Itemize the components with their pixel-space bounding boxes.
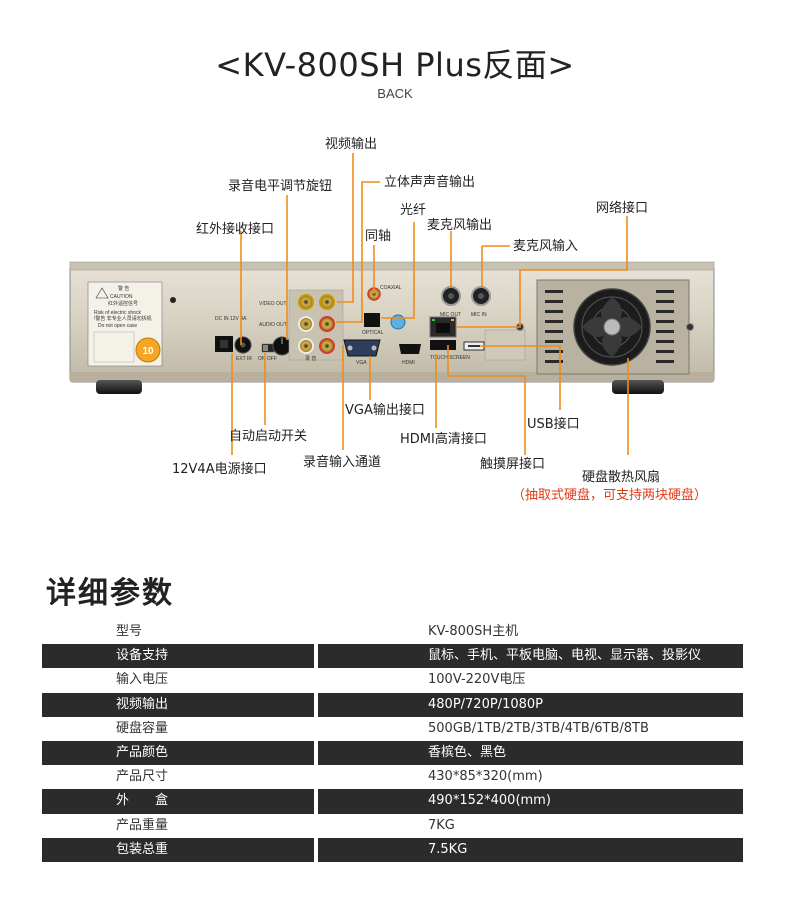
callout-usb: USB接口 — [527, 416, 580, 432]
leader-network — [456, 216, 628, 328]
spec-label: 设备支持 — [42, 644, 314, 669]
warning-label: 警 告 CAUTION 红外遥控信号 Risk of electric shoc… — [87, 281, 163, 367]
spec-row: 硬盘容量 500GB/1TB/2TB/3TB/4TB/6TB/8TB — [42, 716, 743, 741]
hdd-bay — [484, 279, 694, 375]
spec-row: 设备支持 鼠标、手机、平板电脑、电视、显示器、投影仪 — [42, 644, 743, 669]
mic-jacks: MIC OUT MIC IN — [440, 286, 491, 318]
svg-text:HDMI: HDMI — [402, 360, 415, 366]
screw-icon — [170, 297, 176, 303]
spec-value: 7.5KG — [318, 837, 743, 862]
callout-auto-start: 自动启动开关 — [229, 429, 307, 444]
spec-value: 100V-220V电压 — [318, 668, 743, 693]
rear-panel-diagram: 警 告 CAUTION 红外遥控信号 Risk of electric shoc… — [69, 136, 715, 503]
cert-sticker-icon — [390, 314, 406, 330]
callout-ir-receiver: 红外接收接口 — [196, 221, 274, 237]
svg-text:COAXIAL: COAXIAL — [380, 285, 402, 291]
spec-label: 外 盒 — [42, 789, 314, 814]
svg-text:红外遥控信号: 红外遥控信号 — [108, 300, 138, 307]
spec-value: 490*152*400(mm) — [318, 789, 743, 814]
leader-optical — [381, 222, 415, 319]
svg-text:MIC OUT: MIC OUT — [440, 312, 461, 318]
spec-label: 型号 — [42, 620, 314, 645]
page-title: <KV-800SH Plus反面> — [215, 46, 575, 84]
svg-text:Risk of electric shock: Risk of electric shock — [94, 310, 141, 316]
spec-label: 产品颜色 — [42, 740, 314, 766]
svg-text:10: 10 — [142, 346, 154, 357]
spec-value: 480P/720P/1080P — [318, 692, 743, 717]
callout-mic-in: 麦克风输入 — [513, 238, 578, 254]
callout-rec-input: 录音输入通道 — [303, 454, 381, 470]
callout-network: 网络接口 — [596, 200, 648, 216]
device-foot-left — [96, 380, 142, 394]
svg-text:警 告: 警 告 — [118, 285, 129, 292]
page-subtitle: BACK — [377, 86, 413, 101]
svg-text:Do not open case: Do not open case — [98, 323, 137, 329]
power-area: DC IN 12V 4A EXT IR ON OFF — [215, 316, 292, 362]
callout-mic-out: 麦克风输出 — [427, 217, 492, 233]
svg-text:EXT IR: EXT IR — [236, 356, 252, 362]
callout-coaxial: 同轴 — [365, 229, 391, 244]
callout-fan: 硬盘散热风扇 — [582, 469, 660, 485]
callout-touch-screen: 触摸屏接口 — [480, 456, 545, 472]
callout-rec-level-knob: 录音电平调节旋钮 — [228, 178, 332, 194]
rca-jack-cluster: VIDEO OUT AUDIO OUT 录 音 — [259, 289, 344, 362]
svg-text:TOUCH SCREEN: TOUCH SCREEN — [430, 355, 470, 361]
svg-text:VGA: VGA — [356, 360, 367, 366]
vga-port: VGA — [343, 339, 381, 366]
network-usb-area: TOUCH SCREEN — [429, 316, 485, 361]
callout-stereo-out: 立体声声音输出 — [384, 174, 475, 190]
spec-row: 产品颜色 香槟色、黑色 — [42, 740, 743, 766]
spec-row: 视频输出 480P/720P/1080P — [42, 692, 743, 717]
leader-usb — [480, 345, 561, 410]
svg-text:AUDIO OUT: AUDIO OUT — [259, 322, 287, 328]
spec-row: 包装总重 7.5KG — [42, 837, 743, 862]
device-foot-right — [612, 380, 664, 394]
callout-power: 12V4A电源接口 — [172, 461, 267, 477]
spec-label: 硬盘容量 — [42, 716, 314, 741]
spec-label: 产品尺寸 — [42, 765, 314, 790]
svg-text:ON OFF: ON OFF — [258, 356, 277, 362]
spec-value: 香槟色、黑色 — [318, 740, 743, 766]
svg-text:VIDEO OUT: VIDEO OUT — [259, 301, 287, 307]
optical-port-icon — [364, 313, 380, 327]
leader-stereo-out — [336, 181, 380, 323]
spec-label: 输入电压 — [42, 668, 314, 693]
svg-text:MIC IN: MIC IN — [471, 312, 487, 318]
leader-lines — [231, 153, 629, 455]
callout-video-out: 视频输出 — [325, 136, 377, 152]
spec-row: 外 盒 490*152*400(mm) — [42, 789, 743, 814]
spec-value: KV-800SH主机 — [318, 620, 743, 645]
spec-label: 产品重量 — [42, 813, 314, 838]
callout-vga-out: VGA输出接口 — [345, 402, 425, 418]
leader-mic-in — [481, 245, 510, 287]
spec-value: 鼠标、手机、平板电脑、电视、显示器、投影仪 — [318, 644, 743, 669]
callout-hdmi: HDMI高清接口 — [400, 431, 487, 447]
eco-badge-icon — [135, 337, 161, 363]
spec-row: 产品尺寸 430*85*320(mm) — [42, 765, 743, 790]
spec-row: 型号 KV-800SH主机 — [42, 620, 743, 645]
screw-icon — [686, 323, 694, 331]
svg-text:!警告 非专业人员请勿拆机: !警告 非专业人员请勿拆机 — [94, 315, 152, 322]
svg-text:录 音: 录 音 — [305, 355, 316, 362]
spec-value: 7KG — [318, 813, 743, 838]
specs-table: 型号 KV-800SH主机 设备支持 鼠标、手机、平板电脑、电视、显示器、投影仪… — [42, 620, 743, 862]
svg-text:CAUTION: CAUTION — [110, 294, 133, 300]
callout-fan-note: （抽取式硬盘，可支持两块硬盘） — [512, 487, 707, 503]
spec-value: 500GB/1TB/2TB/3TB/4TB/6TB/8TB — [318, 716, 743, 741]
touch-screen-port-icon — [430, 340, 456, 350]
spec-label: 包装总重 — [42, 837, 314, 862]
spec-value: 430*85*320(mm) — [318, 765, 743, 790]
spec-row: 产品重量 7KG — [42, 813, 743, 838]
leader-video-out — [337, 153, 354, 303]
leader-touch-screen — [447, 345, 526, 455]
spec-label: 视频输出 — [42, 692, 314, 717]
hdmi-port: HDMI — [399, 344, 421, 366]
svg-text:DC IN 12V 4A: DC IN 12V 4A — [215, 316, 247, 322]
callout-optical: 光纤 — [400, 203, 426, 218]
spec-row: 输入电压 100V-220V电压 — [42, 668, 743, 693]
svg-text:OPTICAL: OPTICAL — [362, 330, 384, 336]
specs-title: 详细参数 — [46, 576, 174, 611]
